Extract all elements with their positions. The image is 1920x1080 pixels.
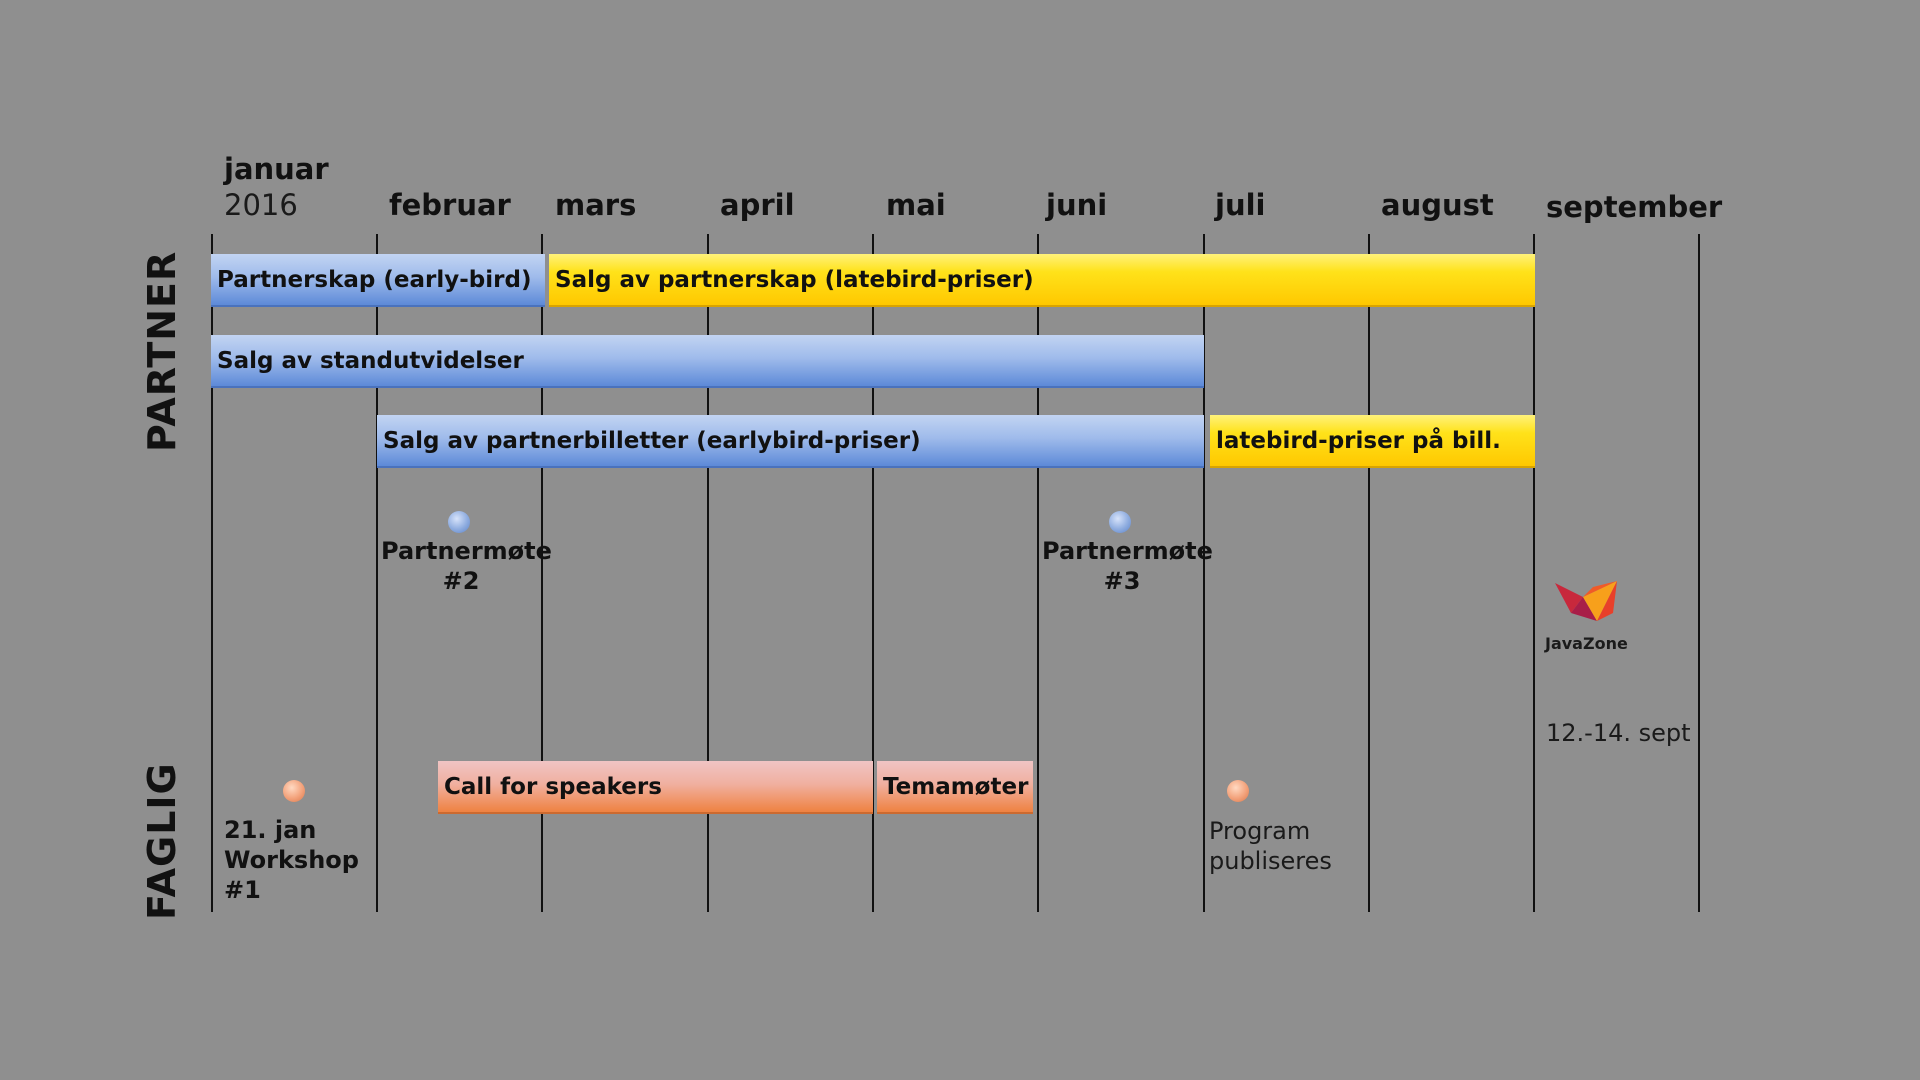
month-divider — [1533, 234, 1535, 912]
milestone-partnermote-3: Partnermøte #3 — [1042, 536, 1213, 596]
month-divider — [541, 234, 543, 912]
javazone-logo-text: JavaZone — [1545, 634, 1628, 653]
event-dates: 12.-14. sept — [1546, 719, 1691, 747]
milestone-workshop-1: 21. jan Workshop #1 — [224, 815, 359, 905]
month-divider — [1698, 234, 1700, 912]
bar-standutvidelser: Salg av standutvidelser — [211, 335, 1204, 388]
milestone-program-publiseres: Program publiseres — [1209, 816, 1332, 876]
milestone-dot-partnermote-3 — [1109, 511, 1131, 533]
milestone-label: Partnermøte — [1042, 537, 1213, 565]
milestone-dot-partnermote-2 — [448, 511, 470, 533]
milestone-label: Partnermøte — [381, 537, 552, 565]
month-label-august: august — [1381, 188, 1494, 222]
milestone-number: #3 — [1103, 567, 1141, 595]
month-label-januar: januar — [224, 152, 329, 186]
month-divider — [211, 234, 213, 912]
bar-partnerskap-early-bird: Partnerskap (early-bird) — [211, 254, 545, 307]
bar-call-for-speakers: Call for speakers — [438, 761, 873, 814]
month-label-juni: juni — [1046, 188, 1108, 222]
javazone-logo-icon — [1555, 581, 1617, 621]
bar-temamoter: Temamøter — [877, 761, 1033, 814]
milestone-partnermote-2: Partnermøte #2 — [381, 536, 552, 596]
year-label: 2016 — [224, 188, 298, 222]
milestone-dot-program — [1227, 780, 1249, 802]
month-divider — [1037, 234, 1039, 912]
milestone-date: 21. jan — [224, 816, 317, 844]
month-label-mai: mai — [886, 188, 946, 222]
milestone-label: Workshop — [224, 846, 359, 874]
month-divider — [707, 234, 709, 912]
month-label-juli: juli — [1215, 188, 1266, 222]
milestone-number: #2 — [442, 567, 480, 595]
milestone-number: #1 — [224, 876, 261, 904]
month-label-april: april — [720, 188, 795, 222]
month-label-februar: februar — [389, 188, 511, 222]
section-label-partner: PARTNER — [140, 250, 184, 452]
month-divider — [1368, 234, 1370, 912]
month-divider — [872, 234, 874, 912]
milestone-label: publiseres — [1209, 847, 1332, 875]
bar-partnerskap-latebird: Salg av partnerskap (latebird-priser) — [549, 254, 1535, 307]
bar-partnerbilletter-latebird: latebird-priser på bill. — [1210, 415, 1535, 468]
month-label-mars: mars — [555, 188, 637, 222]
bar-partnerbilletter-earlybird: Salg av partnerbilletter (earlybird-pris… — [377, 415, 1204, 468]
section-label-faglig: FAGLIG — [140, 762, 184, 920]
month-label-september: september — [1546, 190, 1723, 224]
month-divider — [376, 234, 378, 912]
month-divider — [1203, 234, 1205, 912]
milestone-dot-workshop — [283, 780, 305, 802]
milestone-label: Program — [1209, 817, 1311, 845]
